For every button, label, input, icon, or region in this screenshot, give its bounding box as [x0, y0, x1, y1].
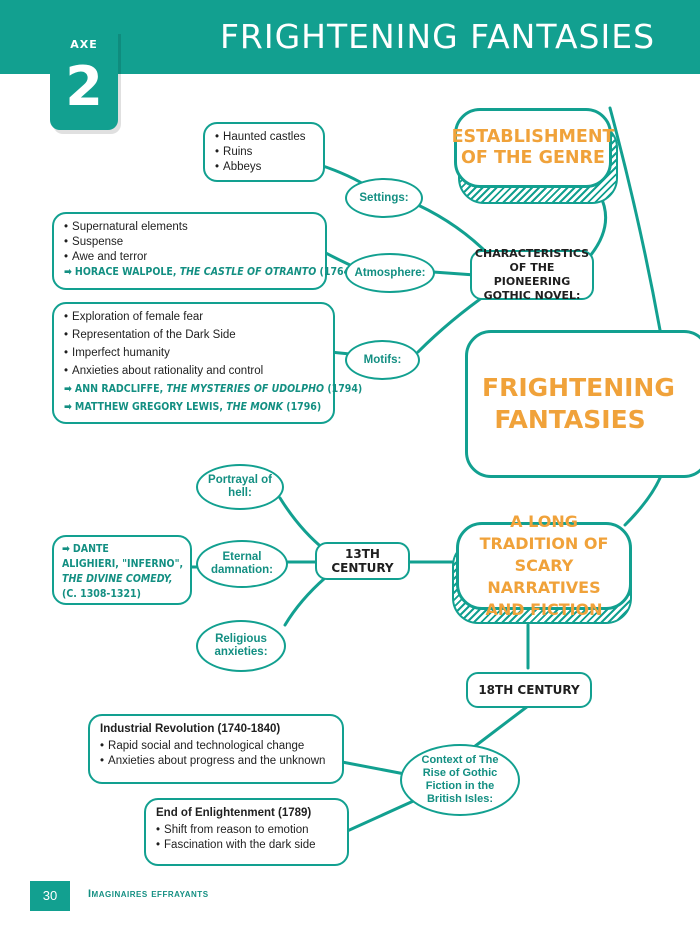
footer-text: Imaginaires effrayants [88, 888, 209, 900]
list-item: Shift from reason to emotion [156, 823, 337, 838]
religious-oval: Religious anxieties: [196, 620, 286, 672]
enlightenment-box: End of Enlightenment (1789) Shift from r… [144, 798, 349, 866]
dante-title: THE DIVINE COMEDY, [62, 573, 173, 585]
page-title: FRIGHTENING FANTASIES [219, 17, 656, 56]
list-item: Imperfect humanity [64, 346, 323, 361]
atmosphere-list-box: Supernatural elements Suspense Awe and t… [52, 212, 355, 290]
axe-number: 2 [65, 55, 103, 118]
settings-oval: Settings: [345, 178, 423, 218]
portrayal-oval: Portrayal of hell: [196, 464, 284, 510]
right-arrow-icon: ➡ [62, 543, 70, 555]
axe-tab [50, 30, 118, 130]
eternal-oval: Eternal damnation: [196, 540, 288, 588]
motifs-reference-1: ➡ANN RADCLIFFE, THE MYSTERIES OF UDOLPHO… [64, 383, 363, 395]
enlightenment-title: End of Enlightenment (1789) [156, 807, 312, 819]
motifs-list-box: Exploration of female fear Representatio… [52, 302, 363, 424]
list-item: Awe and terror [64, 250, 315, 265]
list-item: Haunted castles [215, 130, 313, 145]
list-item: Abbeys [215, 160, 313, 175]
list-item: Representation of the Dark Side [64, 328, 323, 343]
century-13-box: 13TH CENTURY [315, 542, 410, 580]
century-18-box: 18TH CENTURY [466, 672, 592, 708]
settings-list-box: Haunted castles Ruins Abbeys [203, 122, 325, 182]
industrial-title: Industrial Revolution (1740-1840) [100, 723, 281, 735]
axe-label: AXE [70, 38, 98, 51]
list-item: Anxieties about progress and the unknown [100, 754, 332, 769]
list-item: Supernatural elements [64, 220, 315, 235]
list-item: Rapid social and technological change [100, 739, 332, 754]
atmosphere-oval: Atmosphere: [345, 253, 435, 293]
dante-line-2: ALIGHIERI, "INFERNO", [62, 558, 184, 570]
dante-box: ➡DANTE ALIGHIERI, "INFERNO", THE DIVINE … [52, 535, 192, 605]
central-title: FRIGHTENING FANTASIES [465, 330, 700, 478]
list-item: Anxieties about rationality and control [64, 364, 323, 379]
context-oval: Context of The Rise of Gothic Fiction in… [400, 744, 520, 816]
right-arrow-icon: ➡ [64, 383, 72, 395]
list-item: Fascination with the dark side [156, 838, 337, 853]
list-item: Exploration of female fear [64, 310, 323, 325]
industrial-box: Industrial Revolution (1740-1840) Rapid … [88, 714, 344, 784]
dante-year: (C. 1308-1321) [62, 588, 141, 600]
list-item: Suspense [64, 235, 315, 250]
tradition-title: A LONG TRADITION OF SCARY NARRATIVES AND… [456, 512, 632, 619]
motifs-oval: Motifs: [345, 340, 420, 380]
right-arrow-icon: ➡ [64, 266, 72, 278]
page-number: 30 [30, 881, 70, 911]
right-arrow-icon: ➡ [64, 401, 72, 413]
dante-line-1: ➡DANTE [62, 543, 109, 555]
list-item: Ruins [215, 145, 313, 160]
motifs-reference-2: ➡MATTHEW GREGORY LEWIS, THE MONK (1796) [64, 401, 322, 413]
atmosphere-reference: ➡HORACE WALPOLE, THE CASTLE OF OTRANTO (… [64, 266, 355, 278]
characteristics-box: CHARACTERISTICS OF THE PIONEERING GOTHIC… [470, 247, 594, 302]
establishment-title: ESTABLISHMENT OF THE GENRE [452, 108, 614, 188]
